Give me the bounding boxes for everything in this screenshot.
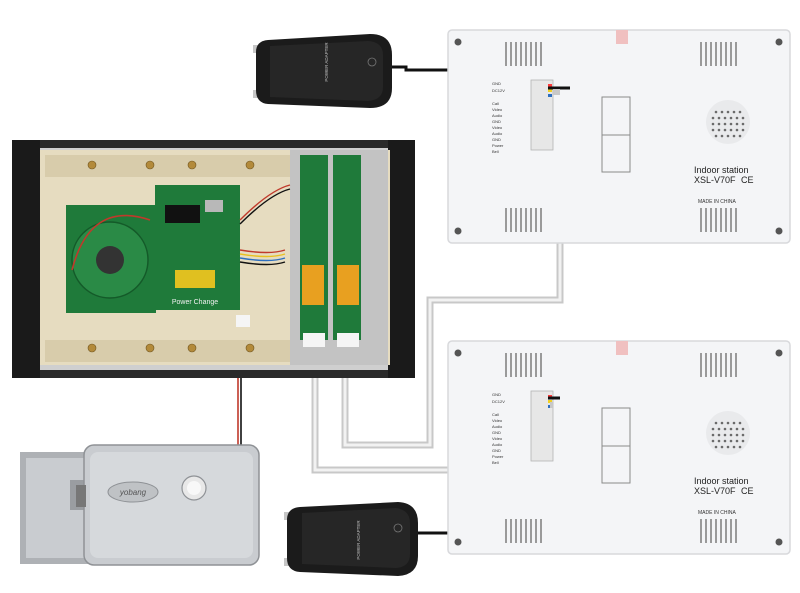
svg-text:GND: GND <box>492 448 501 453</box>
power-adapter-bottom: POWER ADAPTER <box>284 502 418 576</box>
svg-text:Bell: Bell <box>492 460 499 465</box>
monitor-bottom-model: XSL-V70F <box>694 486 736 496</box>
monitor-top-made-in: MADE IN CHINA <box>698 199 736 205</box>
svg-text:Audio: Audio <box>492 113 503 118</box>
svg-text:DC12V: DC12V <box>492 88 505 93</box>
svg-text:Video: Video <box>492 107 503 112</box>
svg-text:Audio: Audio <box>492 442 503 447</box>
svg-text:Video: Video <box>492 125 503 130</box>
speaker-grille-bottom <box>706 411 750 455</box>
svg-text:GND: GND <box>492 81 501 86</box>
monitor-top: GND DC12V Call Video Audio GND Video Aud… <box>447 29 791 244</box>
svg-text:GND: GND <box>492 392 501 397</box>
lock-brand: yobang <box>119 488 147 497</box>
monitor-top-title: Indoor station <box>694 165 749 175</box>
electric-lock: yobang <box>20 444 260 566</box>
svg-text:Audio: Audio <box>492 131 503 136</box>
cable-entries <box>548 86 570 408</box>
svg-text:Power: Power <box>492 143 504 148</box>
svg-text:Video: Video <box>492 436 503 441</box>
main-board <box>155 185 240 310</box>
monitor-top-ce: CE <box>741 175 754 185</box>
monitor-bottom-made-in: MADE IN CHINA <box>698 510 736 516</box>
terminal-labels-top: GND DC12V Call Video Audio GND Video Aud… <box>492 81 505 154</box>
svg-text:GND: GND <box>492 430 501 435</box>
monitor-top-model: XSL-V70F <box>694 175 736 185</box>
power-adapter-top: POWER ADAPTER <box>253 34 392 108</box>
svg-text:GND: GND <box>492 119 501 124</box>
monitor-bottom-title: Indoor station <box>694 476 749 486</box>
monitor-bottom-ce: CE <box>741 486 754 496</box>
speaker-grille-top <box>706 100 750 144</box>
adapter-top-label: POWER ADAPTER <box>324 42 329 82</box>
svg-text:Audio: Audio <box>492 424 503 429</box>
relay-board-2 <box>333 155 361 340</box>
board-sticker: Power Change <box>172 299 218 306</box>
svg-text:DC12V: DC12V <box>492 399 505 404</box>
svg-text:Video: Video <box>492 418 503 423</box>
svg-text:Call: Call <box>492 412 499 417</box>
svg-text:GND: GND <box>492 137 501 142</box>
terminal-labels-bottom: GND DC12V Call Video Audio GND Video Aud… <box>492 392 505 465</box>
svg-text:Call: Call <box>492 101 499 106</box>
svg-text:Power: Power <box>492 454 504 459</box>
monitor-bottom: GND DC12V Call Video Audio GND Video Aud… <box>447 340 791 555</box>
svg-text:Bell: Bell <box>492 149 499 154</box>
relay-board-1 <box>300 155 328 340</box>
outdoor-unit: Power Change <box>12 140 415 378</box>
adapter-bottom-label: POWER ADAPTER <box>356 520 361 560</box>
